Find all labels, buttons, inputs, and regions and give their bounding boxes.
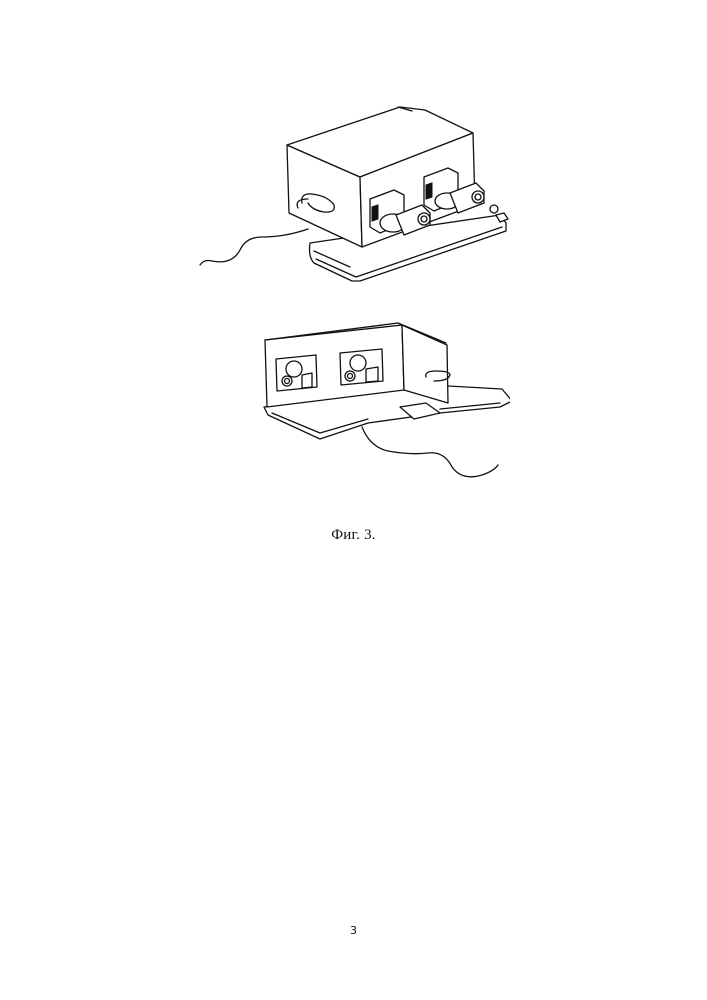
page-number: 3 <box>0 924 707 937</box>
cable-wire <box>362 427 498 477</box>
device-drawing-top-view <box>190 95 520 290</box>
connector-right <box>424 168 484 213</box>
connector-window-left <box>276 355 317 391</box>
figure-caption: Фиг. 3. <box>0 527 707 544</box>
device-drawing-bottom-view <box>250 315 510 490</box>
connector-window-right <box>340 349 383 385</box>
cable-wire <box>200 229 308 265</box>
